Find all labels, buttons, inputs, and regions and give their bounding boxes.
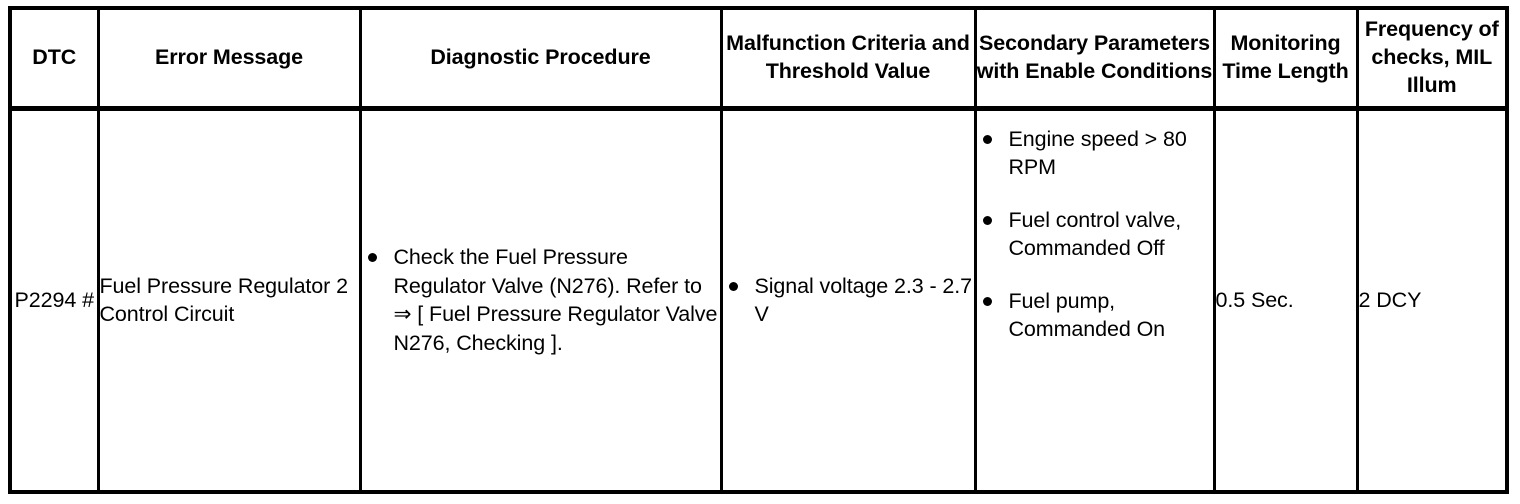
cell-malfunction-criteria: Signal voltage 2.3 - 2.7 V	[719, 108, 977, 492]
table-row: P2294 # Fuel Pressure Regulator 2 Contro…	[8, 108, 1509, 492]
column-header-error-message: Error Message	[96, 8, 362, 111]
column-header-malfunction-criteria: Malfunction Criteria and Threshold Value	[719, 8, 977, 111]
list-item: Check the Fuel Pressure Regulator Valve …	[362, 243, 720, 357]
malfunction-criteria-list: Signal voltage 2.3 - 2.7 V	[723, 272, 974, 329]
cell-diagnostic-procedure: Check the Fuel Pressure Regulator Valve …	[358, 108, 723, 492]
secondary-parameters-list: Engine speed > 80 RPM Fuel control valve…	[977, 125, 1213, 345]
bullet-icon	[728, 281, 738, 291]
cell-dtc-code: P2294 #	[8, 108, 100, 492]
bullet-icon	[982, 296, 992, 306]
cell-error-message: Fuel Pressure Regulator 2 Control Circui…	[96, 108, 362, 492]
cell-monitoring-time-length: 0.5 Sec.	[1212, 108, 1359, 492]
column-header-monitoring-time-length: Monitoring Time Length	[1212, 8, 1359, 111]
list-item: Engine speed > 80 RPM	[977, 125, 1213, 182]
bullet-icon	[982, 215, 992, 225]
column-header-frequency-of-checks: Frequency of checks, MIL Illum	[1355, 8, 1509, 111]
bullet-icon	[367, 253, 377, 263]
dtc-diagnostic-table: DTC Error Message Diagnostic Procedure M…	[8, 6, 1509, 494]
table-header: DTC Error Message Diagnostic Procedure M…	[8, 8, 1509, 111]
list-item: Fuel control valve, Commanded Off	[977, 206, 1213, 263]
cell-frequency-of-checks: 2 DCY	[1355, 108, 1509, 492]
column-header-dtc: DTC	[8, 8, 100, 111]
header-row: DTC Error Message Diagnostic Procedure M…	[8, 8, 1509, 111]
diagnostic-procedure-list: Check the Fuel Pressure Regulator Valve …	[362, 243, 720, 357]
list-item: Fuel pump, Commanded On	[977, 287, 1213, 344]
table-body: P2294 # Fuel Pressure Regulator 2 Contro…	[8, 108, 1509, 492]
list-item: Signal voltage 2.3 - 2.7 V	[723, 272, 974, 329]
cell-secondary-parameters: Engine speed > 80 RPM Fuel control valve…	[973, 108, 1216, 492]
column-header-secondary-parameters: Secondary Parameters with Enable Conditi…	[973, 8, 1216, 111]
bullet-icon	[982, 134, 992, 144]
column-header-diagnostic-procedure: Diagnostic Procedure	[358, 8, 723, 111]
